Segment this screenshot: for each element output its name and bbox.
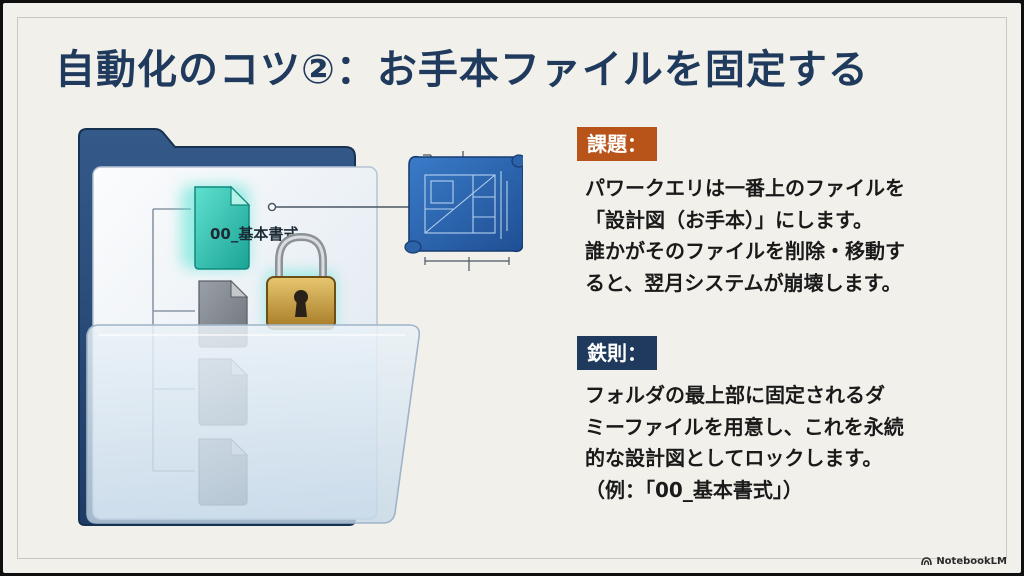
- connector-line: [267, 202, 409, 212]
- rule-line: （例：「00_基本書式」）: [585, 477, 803, 502]
- issue-line: 誰かがそのファイルを削除・移動す: [585, 239, 905, 263]
- issue-line: パワークエリは一番上のファイルを: [585, 176, 905, 200]
- folder-front-icon: [86, 324, 421, 524]
- template-file-icon: [194, 185, 251, 270]
- issue-line: 「設計図（お手本）」にします。: [585, 207, 873, 232]
- rule-text: フォルダの最上部に固定されるダ ミーファイルを用意し、これを永続 的な設計図とし…: [585, 380, 904, 506]
- slide-title: 自動化のコツ②：お手本ファイルを固定する: [55, 47, 869, 93]
- issue-label: 課題：: [577, 127, 657, 161]
- brand-watermark: NotebookLM: [921, 556, 1007, 567]
- rule-label: 鉄則：: [577, 336, 657, 370]
- rule-line: フォルダの最上部に固定されるダ: [585, 383, 885, 407]
- template-file-label: 00_基本書式: [210, 225, 298, 243]
- folder-illustration: 00_基本書式: [78, 128, 523, 526]
- rule-line: ミーファイルを用意し、これを永続: [585, 414, 904, 439]
- slide: 自動化のコツ②：お手本ファイルを固定する: [3, 3, 1021, 573]
- notebooklm-logo-icon: [921, 557, 933, 566]
- brand-text: NotebookLM: [936, 556, 1007, 567]
- issue-text: パワークエリは一番上のファイルを 「設計図（お手本）」にします。 誰かがそのファ…: [585, 173, 905, 299]
- lock-icon: [266, 232, 336, 330]
- rule-line: 的な設計図としてロックします。: [585, 446, 883, 470]
- blueprint-icon: [404, 151, 523, 271]
- issue-line: ると、翌月システムが崩壊します。: [585, 270, 902, 295]
